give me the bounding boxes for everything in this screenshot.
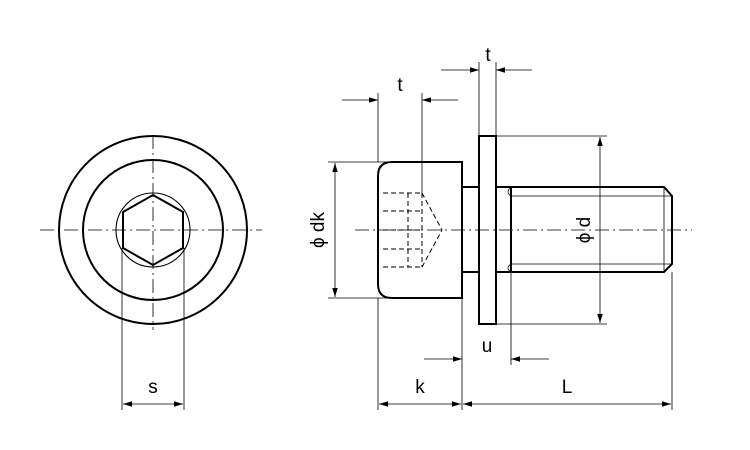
u-label: u: [482, 336, 493, 357]
t-head-label: t: [397, 75, 403, 96]
thread-runout-bottom: [507, 263, 512, 273]
L-label: L: [562, 377, 573, 398]
t-washer-label: t: [485, 45, 491, 66]
shank-unthreaded: [496, 186, 512, 273]
end-view: s: [40, 135, 262, 410]
d-label: ϕ d: [574, 217, 595, 244]
thread-runout-top: [507, 186, 512, 197]
k-label: k: [415, 377, 425, 398]
dk-label: ϕ dk: [308, 212, 329, 248]
s-label: s: [148, 377, 158, 398]
side-view: t t ϕ dk ϕ d u k L: [308, 45, 692, 410]
